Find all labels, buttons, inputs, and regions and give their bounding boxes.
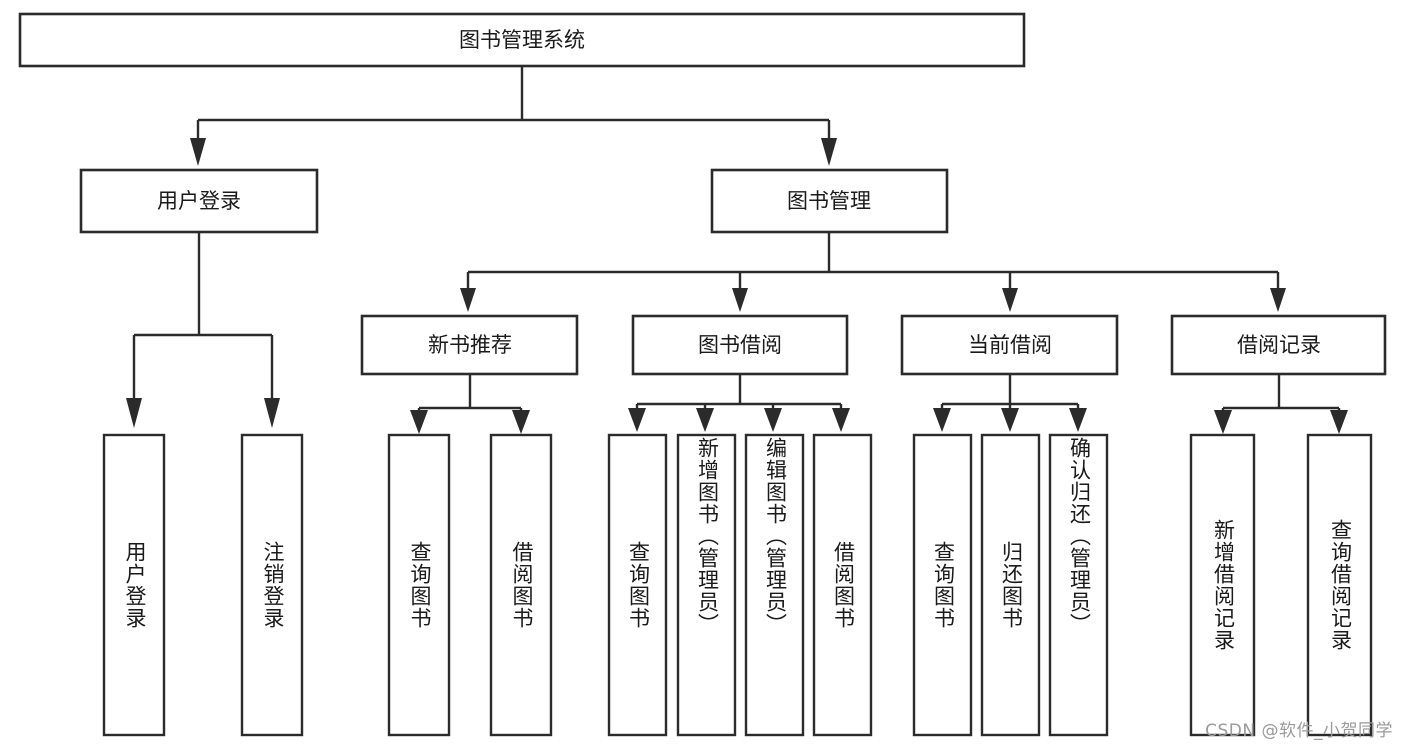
node-borrow-record[interactable]: 借阅记录: [1170, 314, 1387, 376]
level1-box-1: [710, 168, 949, 234]
level2-label-1: 图书借阅: [698, 333, 782, 357]
arrow-user-leaf-1: [264, 398, 280, 428]
leaf-box-currentborrow-1[interactable]: [980, 433, 1041, 737]
level1-label-1: 图书管理: [787, 189, 871, 213]
level1-label-0: 用户登录: [157, 189, 241, 213]
node-new-book-recommend[interactable]: 新书推荐: [360, 314, 579, 376]
arrow-newbook-leaf-1: [512, 410, 530, 434]
arrow-books-child-2: [1002, 288, 1018, 312]
node-root[interactable]: 图书管理系统: [18, 12, 1026, 68]
root-label: 图书管理系统: [459, 28, 585, 52]
level2-label-3: 借阅记录: [1237, 333, 1321, 357]
leaf-box-bookborrow-3[interactable]: [812, 433, 873, 737]
arrow-bookborrow-leaf-1: [696, 408, 714, 432]
node-current-borrow[interactable]: 当前借阅: [900, 314, 1119, 376]
arrow-root-to-user: [190, 138, 206, 166]
node-book-management[interactable]: 图书管理: [710, 168, 949, 234]
node-user-login[interactable]: 用户登录: [79, 168, 319, 234]
leaf-box-user-0[interactable]: [102, 433, 166, 737]
arrow-newbook-leaf-0: [410, 410, 428, 434]
leaf-box-bookborrow-0[interactable]: [607, 433, 668, 737]
arrow-currentborrow-leaf-2: [1069, 408, 1087, 432]
leaf-box-bookborrow-1[interactable]: [676, 433, 737, 737]
csdn-watermark: CSDN @软件_小贺同学: [1205, 721, 1393, 741]
arrow-root-to-books: [821, 138, 837, 166]
level2-box-2: [900, 314, 1119, 376]
leaf-box-borrowrecord-0[interactable]: [1189, 433, 1256, 737]
arrow-bookborrow-leaf-0: [628, 408, 646, 432]
level2-box-0: [360, 314, 579, 376]
root-box: [18, 12, 1026, 68]
level2-label-0: 新书推荐: [428, 333, 512, 357]
arrow-bookborrow-leaf-2: [764, 408, 782, 432]
leaf-box-currentborrow-2[interactable]: [1048, 433, 1109, 737]
node-book-borrow[interactable]: 图书借阅: [631, 314, 849, 376]
leaf-box-currentborrow-0[interactable]: [912, 433, 973, 737]
arrow-borrowrecord-leaf-0: [1214, 410, 1232, 434]
arrow-currentborrow-leaf-1: [1001, 408, 1019, 432]
leaf-box-newbook-0[interactable]: [387, 433, 451, 737]
leaf-box-bookborrow-2[interactable]: [744, 433, 805, 737]
arrow-books-child-0: [460, 288, 476, 312]
leaf-box-user-1[interactable]: [240, 433, 304, 737]
level2-box-1: [631, 314, 849, 376]
leaf-box-newbook-1[interactable]: [489, 433, 553, 737]
leaf-box-borrowrecord-1[interactable]: [1306, 433, 1373, 737]
level2-box-3: [1170, 314, 1387, 376]
level2-label-2: 当前借阅: [968, 333, 1052, 357]
arrow-books-child-1: [732, 288, 748, 312]
arrow-books-child-3: [1270, 288, 1286, 312]
arrow-borrowrecord-leaf-1: [1330, 410, 1348, 434]
arrow-bookborrow-leaf-3: [832, 408, 850, 432]
arrow-user-leaf-0: [126, 398, 142, 428]
arrow-currentborrow-leaf-0: [933, 408, 951, 432]
